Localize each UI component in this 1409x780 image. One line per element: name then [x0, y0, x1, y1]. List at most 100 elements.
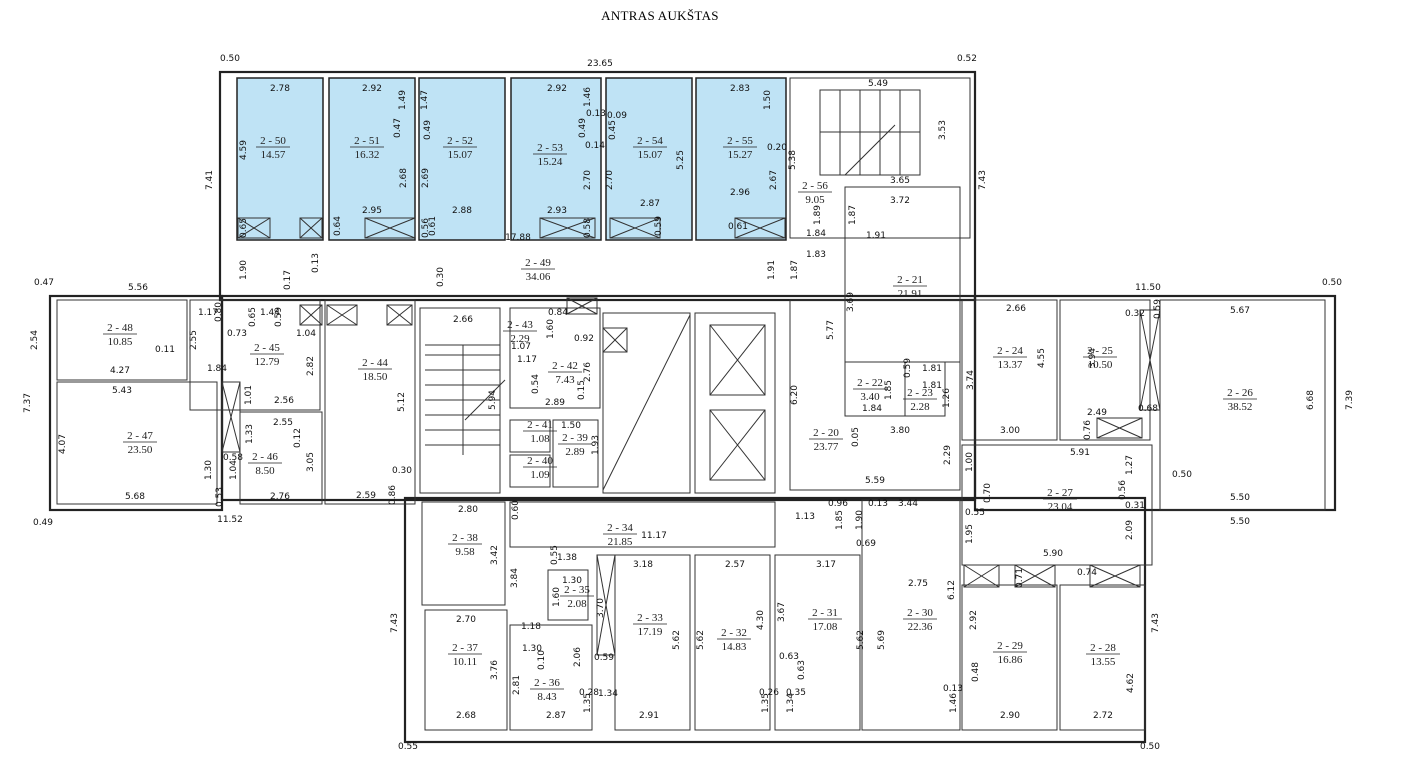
plan-title: ANTRAS AUKŠTAS	[601, 8, 719, 23]
dimension-label: 0.13	[868, 499, 888, 509]
dimension-label: 0.64	[333, 216, 343, 236]
vent-shaft-icon	[609, 217, 661, 239]
dimension-label: 2.89	[545, 398, 565, 408]
dimension-label: 0.47	[393, 118, 403, 138]
room-area: 34.06	[526, 271, 551, 283]
dimension-label: 0.63	[797, 660, 807, 680]
vent-shaft-icon	[299, 304, 323, 326]
dimension-label: 0.58	[223, 453, 243, 463]
room-number: 2 - 25	[1087, 345, 1113, 357]
vent-shaft-icon	[299, 217, 323, 239]
dimension-label: 5.43	[112, 386, 132, 396]
vent-shaft-icon	[734, 217, 786, 239]
dimension-label: 7.39	[1345, 390, 1355, 410]
dimension-label: 0.55	[550, 545, 560, 565]
room-number: 2 - 51	[354, 135, 380, 147]
dimension-label: 2.92	[547, 84, 567, 94]
room-number: 2 - 37	[452, 642, 478, 654]
room-label: 2 - 468.50	[248, 451, 282, 477]
dimension-label: 5.62	[856, 630, 866, 650]
dimension-label: 3.44	[898, 499, 918, 509]
vent-shaft-icon	[364, 217, 416, 239]
dimension-label: 5.69	[877, 630, 887, 650]
dimension-label: 0.47	[34, 278, 54, 288]
dimension-label: 5.25	[676, 150, 686, 170]
dimension-label: 0.50	[1140, 742, 1160, 752]
dimension-label: 0.28	[579, 688, 599, 698]
dimension-label: 1.34	[786, 693, 796, 713]
dimension-label: 2.92	[969, 610, 979, 630]
dimension-label: 0.31	[1125, 501, 1145, 511]
dimension-label: 2.54	[30, 330, 40, 350]
vent-shaft-icon	[539, 217, 596, 239]
dimension-label: 2.68	[399, 168, 409, 188]
dimension-label: 7.37	[23, 393, 33, 413]
dimension-label: 1.04	[296, 329, 316, 339]
room-area: 8.50	[255, 465, 275, 477]
room-2-52-fill	[418, 77, 506, 241]
vent-shaft-icon	[326, 304, 358, 326]
dimension-label: 2.76	[270, 492, 290, 502]
room-area: 13.37	[998, 359, 1023, 371]
dimension-label: 0.61	[728, 222, 748, 232]
dimension-label: 2.72	[1093, 711, 1113, 721]
vent-shaft-icon	[237, 217, 271, 239]
dimension-label: 3.76	[490, 660, 500, 680]
room-area: 18.50	[363, 371, 388, 383]
room-number: 2 - 55	[727, 135, 753, 147]
wall-west-wing	[48, 294, 224, 512]
dimension-label: 2.55	[273, 418, 293, 428]
room-number: 2 - 26	[1227, 387, 1253, 399]
room-number: 2 - 50	[260, 135, 286, 147]
dimension-label: 0.32	[1125, 309, 1145, 319]
dimension-label: 1.95	[965, 524, 975, 544]
dimension-label: 1.81	[922, 364, 942, 374]
dimension-label: 2.67	[769, 170, 779, 190]
dimension-label: 1.91	[767, 260, 777, 280]
vent-shaft-icon	[734, 217, 786, 239]
dimension-label: 2.70	[456, 615, 476, 625]
dimension-label: 3.80	[890, 426, 910, 436]
room-area: 16.86	[998, 654, 1023, 666]
room-area: 10.11	[453, 656, 477, 668]
dimension-label: 0.65	[239, 218, 249, 238]
room-area: 1.09	[530, 469, 550, 481]
dimension-label: 1.90	[855, 510, 865, 530]
vent-shaft-icon	[1096, 417, 1143, 439]
dimension-label: 17.88	[505, 233, 531, 243]
room-number: 2 - 22	[857, 377, 883, 389]
dimension-label: 1.89	[813, 205, 823, 225]
dimension-label: 2.96	[730, 188, 750, 198]
dimension-label: 0.13	[943, 684, 963, 694]
dimension-label: 1.01	[244, 385, 254, 405]
dimension-label: 0.86	[388, 485, 398, 505]
dimension-label: 6.68	[1306, 390, 1316, 410]
dimension-label: 0.09	[607, 111, 627, 121]
dimension-label: 2.80	[458, 505, 478, 515]
room-area: 1.08	[530, 433, 550, 445]
room-area: 17.08	[813, 621, 838, 633]
room-label: 2 - 389.58	[448, 532, 482, 558]
dimension-label: 0.10	[537, 650, 547, 670]
dimension-label: 4.59	[239, 140, 249, 160]
room-label: 2 - 432.29	[503, 319, 537, 345]
dimension-label: 5.50	[1230, 493, 1250, 503]
dimension-label: 3.65	[890, 176, 910, 186]
room-area: 15.27	[728, 149, 753, 161]
room-number: 2 - 33	[637, 612, 663, 624]
dimension-label: 2.95	[362, 206, 382, 216]
dimension-label: 3.70	[596, 598, 606, 618]
dimension-label: 11.50	[1135, 283, 1161, 293]
room-area: 15.24	[538, 156, 563, 168]
dimension-label: 6.20	[790, 385, 800, 405]
vent-shaft-icon	[221, 381, 241, 453]
